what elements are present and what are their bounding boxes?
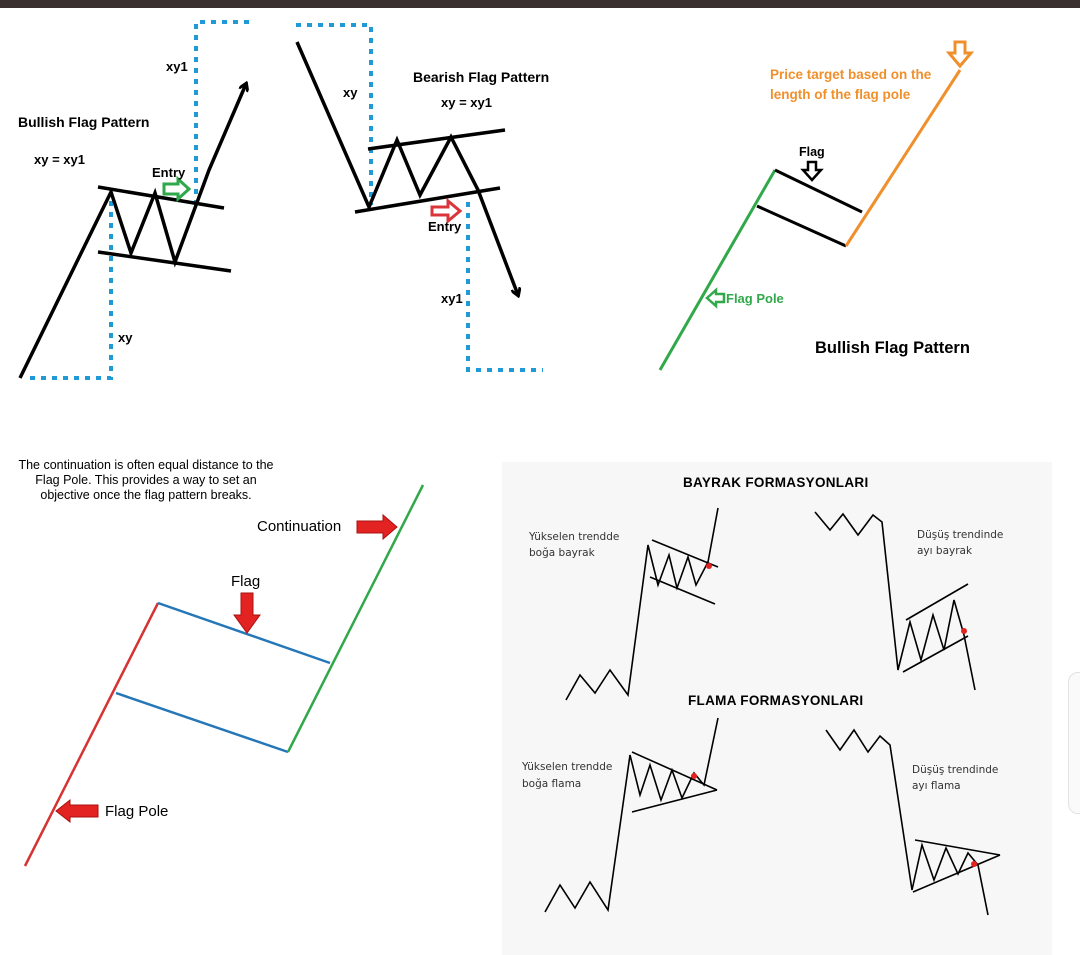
panel-bearish-flag: Bearish Flag Pattern xy = xy1 xy Entry x… [295, 23, 549, 372]
flag-pole-label-2: Flag Pole [105, 803, 168, 820]
panel-price-target: Price target based on the length of the … [658, 40, 975, 371]
entry-arrow-green [162, 175, 192, 203]
bear-flag-label-2: ayı bayrak [917, 545, 973, 557]
target-orange-line [844, 69, 962, 247]
flag-lower-boundary [97, 250, 232, 273]
continuation-desc-line3: objective once the flag pattern breaks. [40, 488, 251, 502]
panel-bullish-flag: Bullish Flag Pattern xy = xy1 Entry xy1 … [18, 20, 252, 380]
bull-pennant-label-1: Yükselen trendde [521, 761, 612, 773]
bear-flag-label-1: Düşüş trendinde [917, 529, 1003, 541]
entry-arrow-red [430, 197, 463, 225]
scroll-handle[interactable] [1068, 672, 1080, 814]
turkish-panel-background [502, 462, 1052, 955]
continuation-label: Continuation [257, 518, 341, 535]
bull-flag-label-1: Yükselen trendde [528, 531, 619, 543]
price-target-label-2: length of the flag pole [770, 87, 911, 102]
flag-down-arrow-red-icon [233, 592, 261, 634]
flag-label: Flag [799, 145, 825, 159]
continuation-green-line [286, 484, 425, 753]
top-bar [0, 0, 1080, 8]
bull-flag-label-2: boğa bayrak [529, 547, 596, 559]
continuation-desc-line2: Flag Pole. This provides a way to set an [35, 473, 256, 487]
bear-pennant-upper [914, 839, 1001, 856]
flag-upper-boundary [97, 185, 225, 210]
flag-pole-left-arrow-icon [705, 287, 726, 309]
bear-entry-label: Entry [428, 219, 462, 234]
bear-upper-boundary [367, 128, 506, 151]
bull-flag-upper [651, 539, 719, 568]
bull-flag-trend-line [565, 507, 719, 701]
bear-flag-lower [902, 635, 969, 673]
guide-dotted-xy1 [194, 20, 252, 205]
bear-pennant-label-1: Düşüş trendinde [912, 764, 998, 776]
xy1-label: xy1 [166, 59, 188, 74]
bear-xy1-label: xy1 [441, 291, 463, 306]
xy-label: xy [118, 330, 133, 345]
flag-top-line [774, 168, 863, 214]
bull-pennant-lower [631, 789, 718, 813]
bullish-title-label: Bullish Flag Pattern [18, 114, 149, 130]
bullish-flag-title-2: Bullish Flag Pattern [815, 339, 970, 357]
bull-flag-lower [649, 576, 716, 605]
flag-pole-left-arrow-red-icon [55, 798, 99, 824]
bear-pennant-trend-line [825, 728, 989, 916]
flama-heading: FLAMA FORMASYONLARI [688, 693, 863, 708]
flag-pole-red-line [23, 602, 160, 867]
flag-upper-blue-line [157, 601, 331, 665]
bear-flag-trend-line [814, 511, 976, 691]
price-target-label-1: Price target based on the [770, 67, 932, 82]
continuation-desc-line1: The continuation is often equal distance… [18, 458, 273, 472]
bear-pennant-lower [912, 854, 1001, 893]
guide-dotted-xy-bear [296, 23, 373, 205]
flag-pole-label: Flag Pole [726, 291, 784, 306]
flag-bottom-line [756, 204, 847, 248]
bear-flag-upper [905, 583, 969, 621]
flag-pole-green-line [658, 169, 777, 371]
bearish-formula-label: xy = xy1 [441, 95, 492, 110]
bear-pennant-breakout-dot [971, 861, 977, 867]
bullish-formula-label: xy = xy1 [34, 152, 85, 167]
panel-turkish-patterns: BAYRAK FORMASYONLARI FLAMA FORMASYONLARI… [502, 462, 1052, 955]
target-arrow-orange [945, 40, 975, 69]
panel-continuation: The continuation is often equal distance… [18, 458, 425, 867]
flag-down-arrow-icon [800, 160, 824, 182]
guide-dotted-xy [30, 192, 113, 380]
continuation-arrow-icon [356, 513, 398, 541]
flag-lower-blue-line [115, 691, 289, 754]
bearish-title-label: Bearish Flag Pattern [413, 69, 549, 85]
entry-label: Entry [152, 165, 186, 180]
bear-flag-breakout-dot [961, 628, 967, 634]
flag-price-line [18, 84, 246, 379]
bear-xy-label: xy [343, 85, 358, 100]
bull-pennant-breakout-dot [691, 773, 697, 779]
guide-dotted-xy1-bear [466, 202, 543, 372]
flag-label-2: Flag [231, 573, 260, 590]
bull-pennant-upper [631, 751, 718, 791]
bear-lower-boundary [354, 186, 501, 214]
bayrak-heading: BAYRAK FORMASYONLARI [683, 475, 869, 490]
bear-pennant-label-2: ayı flama [912, 780, 961, 792]
bull-pennant-label-2: boğa flama [522, 778, 581, 790]
bull-flag-breakout-dot [706, 563, 712, 569]
